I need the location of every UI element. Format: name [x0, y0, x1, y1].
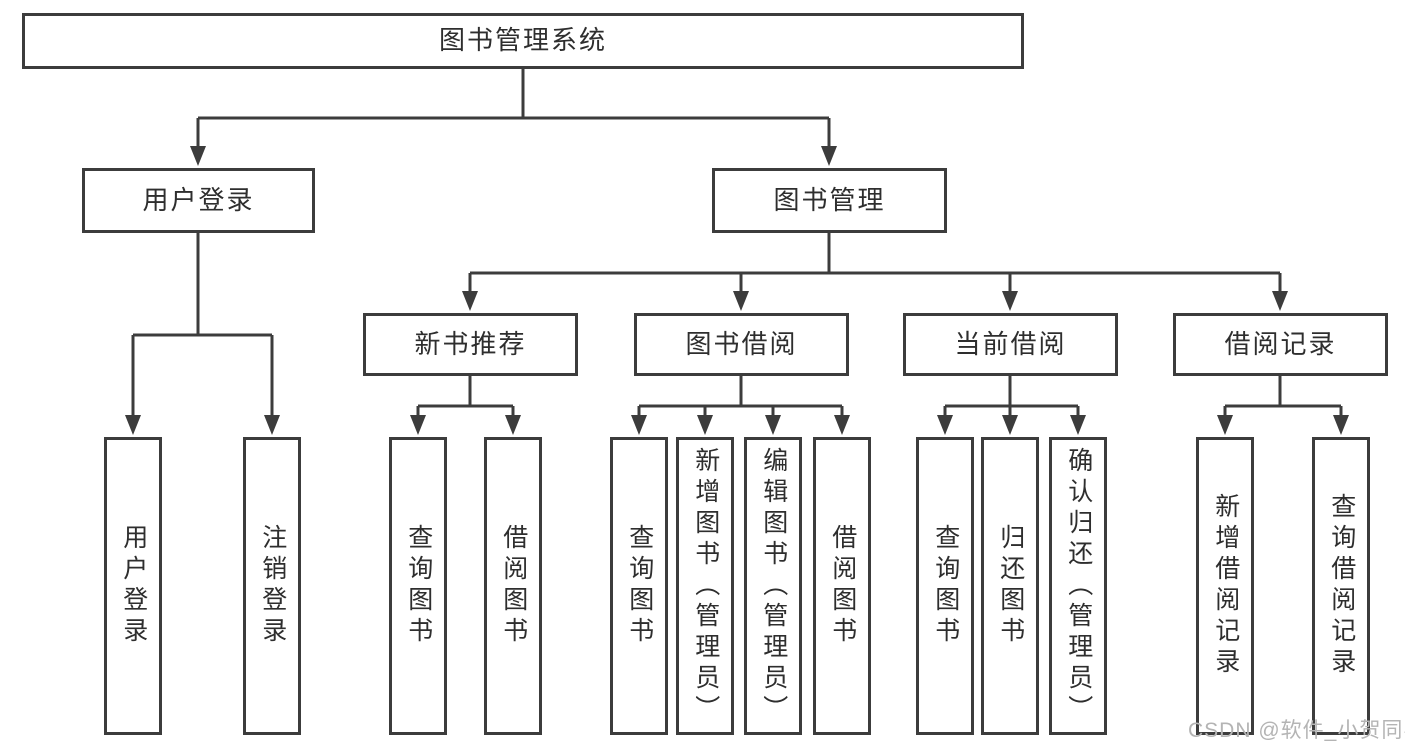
node-label: 图书管理 — [773, 184, 886, 215]
node-label: 当前借阅 — [954, 328, 1067, 359]
node-label: 用户登录 — [142, 184, 255, 215]
leaf-logout: 注销登录 — [243, 437, 301, 735]
leaf-query-books-current: 查询图书 — [916, 437, 974, 735]
node-label: 用户登录 — [119, 524, 148, 648]
node-label: 编辑图书（管理员） — [759, 446, 788, 726]
leaf-query-books-borrow: 查询图书 — [610, 437, 668, 735]
csdn-watermark: CSDN @软件_小贺同学 — [1188, 719, 1405, 742]
node-new-book-recommendation: 新书推荐 — [363, 313, 578, 376]
node-label: 归还图书 — [996, 524, 1025, 648]
leaf-borrow-books-recommend: 借阅图书 — [484, 437, 542, 735]
node-label: 查询图书 — [931, 524, 960, 648]
node-label: 查询图书 — [404, 524, 433, 648]
node-book-management: 图书管理 — [712, 168, 947, 233]
node-book-management-system: 图书管理系统 — [22, 13, 1024, 69]
leaf-add-books-admin: 新增图书（管理员） — [676, 437, 734, 735]
node-current-borrowing: 当前借阅 — [903, 313, 1118, 376]
node-label: 新增借阅记录 — [1211, 493, 1240, 679]
node-book-borrowing: 图书借阅 — [634, 313, 849, 376]
node-label: 借阅图书 — [499, 524, 528, 648]
leaf-edit-books-admin: 编辑图书（管理员） — [744, 437, 802, 735]
leaf-borrow-books: 借阅图书 — [813, 437, 871, 735]
node-label: 借阅记录 — [1224, 328, 1337, 359]
node-user-login: 用户登录 — [82, 168, 315, 233]
node-label: 新增图书（管理员） — [691, 446, 720, 726]
node-label: 新书推荐 — [414, 328, 527, 359]
node-label: 查询借阅记录 — [1327, 493, 1356, 679]
leaf-query-books-recommend: 查询图书 — [389, 437, 447, 735]
leaf-add-borrow-record: 新增借阅记录 — [1196, 437, 1254, 735]
node-label: 借阅图书 — [828, 524, 857, 648]
leaf-return-books: 归还图书 — [981, 437, 1039, 735]
node-label: 图书管理系统 — [438, 25, 607, 56]
node-label: 确认归还（管理员） — [1064, 446, 1093, 726]
leaf-query-borrow-record: 查询借阅记录 — [1312, 437, 1370, 735]
arrowhead-icons — [125, 146, 1349, 435]
node-label: 查询图书 — [625, 524, 654, 648]
leaf-confirm-return-admin: 确认归还（管理员） — [1049, 437, 1107, 735]
node-label: 注销登录 — [258, 524, 287, 648]
leaf-user-login: 用户登录 — [104, 437, 162, 735]
node-borrowing-records: 借阅记录 — [1173, 313, 1388, 376]
node-label: 图书借阅 — [685, 328, 798, 359]
